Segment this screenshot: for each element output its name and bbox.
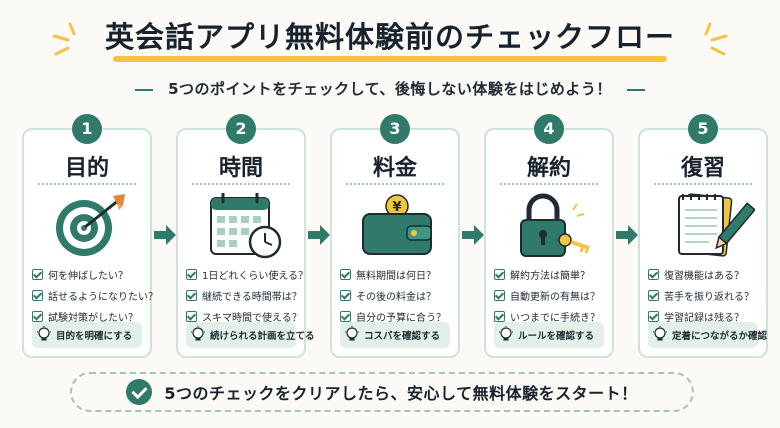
subtitle-line-left: [135, 88, 154, 91]
step-card-price: 3 料金 ¥ 無料期間は何日？ その後の料金は？ 自分の予算に合う？ コスパを確…: [330, 114, 460, 358]
target-icon: [56, 194, 125, 256]
dotted-divider: [346, 183, 444, 185]
sparkle-left-icon: [52, 22, 76, 56]
notebook-pencil-icon: [678, 193, 755, 257]
check-item: 試験対策がしたい？: [32, 306, 146, 327]
lightbulb-icon: [345, 326, 359, 341]
checkbox-icon: [494, 311, 505, 322]
sparkle-right-icon: [704, 22, 728, 56]
step-card-cancel: 4 解約 解約方法は簡単？ 自動更新の有無は？ いつまでに手続き？ ルールを確認…: [484, 114, 614, 358]
step-goal: 定着につながるか確認: [648, 322, 767, 348]
lightbulb-icon: [653, 326, 667, 341]
step-title: 料金: [372, 156, 417, 181]
step-card-purpose: 1 目的 何を伸ばしたい？ 話せるようになりたい？ 試験対策がしたい？ 目的を明…: [22, 114, 158, 358]
checkbox-icon: [340, 269, 351, 280]
svg-text:¥: ¥: [392, 200, 401, 215]
step-number: 5: [688, 114, 718, 144]
step-number: 3: [380, 114, 410, 144]
dotted-divider: [654, 183, 752, 185]
subtitle-line-right: [626, 88, 645, 91]
check-list: 解約方法は簡単？ 自動更新の有無は？ いつまでに手続き？: [494, 264, 608, 327]
check-item: 話せるようになりたい？: [32, 285, 158, 306]
calendar-clock-icon: [210, 193, 282, 259]
footer-text: 5つのチェックをクリアしたら、安心して無料体験をスタート！: [164, 384, 638, 403]
check-item: 復習機能はある？: [648, 264, 762, 285]
checkbox-icon: [186, 311, 197, 322]
check-list: 1日どれくらい使える？ 継続できる時間帯は？ スキマ時間で使える？: [186, 264, 308, 327]
check-list: 無料期間は何日？ その後の料金は？ 自分の予算に合う？: [340, 264, 454, 327]
checkbox-icon: [32, 269, 43, 280]
dotted-divider: [500, 183, 598, 185]
checkbox-icon: [648, 311, 659, 322]
check-item: 何を伸ばしたい？: [32, 264, 146, 285]
check-item: 継続できる時間帯は？: [186, 285, 302, 306]
arrow-right-icon: [308, 225, 330, 245]
step-title: 復習: [680, 156, 725, 181]
check-item: いつまでに手続き？: [494, 306, 608, 327]
check-list: 何を伸ばしたい？ 話せるようになりたい？ 試験対策がしたい？: [32, 264, 158, 327]
step-number: 4: [534, 114, 564, 144]
step-goal: 目的を明確にする: [32, 322, 142, 348]
check-item: 自動更新の有無は？: [494, 285, 608, 306]
page-title: 英会話アプリ無料体験前のチェックフロー: [105, 14, 675, 62]
arrow-right-icon: [154, 225, 176, 245]
check-item: 無料期間は何日？: [340, 264, 454, 285]
dotted-divider: [38, 183, 136, 185]
subtitle-area: 5つのポイントをチェックして、後悔しない体験をはじめよう！: [0, 78, 780, 99]
check-item: 解約方法は簡単？: [494, 264, 608, 285]
step-card-time: 2 時間 1日どれくらい使える？ 継続できる時間帯は？ スキマ時間で使える？ 続…: [176, 114, 315, 358]
step-number: 2: [226, 114, 256, 144]
title-area: 英会話アプリ無料体験前のチェックフロー: [0, 14, 780, 62]
step-goal: コスパを確認する: [340, 322, 450, 348]
step-card-review: 5 復習 復習機能はある？ 苦手を振り返れる？ 学習記録は残る？ 定着につながる…: [638, 114, 768, 358]
checkbox-icon: [32, 290, 43, 301]
step-title: 解約: [526, 156, 571, 181]
check-item: 学習記録は残る？: [648, 306, 762, 327]
page-subtitle: 5つのポイントをチェックして、後悔しない体験をはじめよう！: [168, 80, 612, 98]
dotted-divider: [192, 183, 290, 185]
check-item: 1日どれくらい使える？: [186, 264, 308, 285]
check-item: その後の料金は？: [340, 285, 454, 306]
checkbox-icon: [186, 269, 197, 280]
lightbulb-icon: [499, 326, 513, 341]
checkbox-icon: [648, 269, 659, 280]
lock-key-icon: [520, 193, 590, 257]
arrow-right-icon: [616, 225, 638, 245]
lightbulb-icon: [37, 326, 51, 341]
wallet-yen-icon: ¥: [362, 194, 432, 255]
check-item: スキマ時間で使える？: [186, 306, 302, 327]
checkbox-icon: [186, 290, 197, 301]
checkbox-icon: [648, 290, 659, 301]
footer-banner: 5つのチェックをクリアしたら、安心して無料体験をスタート！: [70, 372, 694, 412]
step-number: 1: [72, 114, 102, 144]
check-item: 自分の予算に合う？: [340, 306, 454, 327]
step-cards: 1 目的 何を伸ばしたい？ 話せるようになりたい？ 試験対策がしたい？ 目的を明…: [22, 112, 768, 358]
check-item: 苦手を振り返れる？: [648, 285, 762, 306]
checkbox-icon: [494, 290, 505, 301]
step-title: 時間: [218, 156, 263, 181]
step-goal: 続けられる計画を立てる: [186, 322, 315, 348]
step-goal: ルールを確認する: [494, 322, 604, 348]
checkbox-icon: [494, 269, 505, 280]
checkbox-icon: [340, 311, 351, 322]
check-list: 復習機能はある？ 苦手を振り返れる？ 学習記録は残る？: [648, 264, 762, 327]
arrow-right-icon: [462, 225, 484, 245]
checkbox-icon: [32, 311, 43, 322]
checkbox-icon: [340, 290, 351, 301]
lightbulb-icon: [191, 326, 205, 341]
check-circle-icon: [126, 379, 153, 405]
step-title: 目的: [64, 156, 109, 181]
